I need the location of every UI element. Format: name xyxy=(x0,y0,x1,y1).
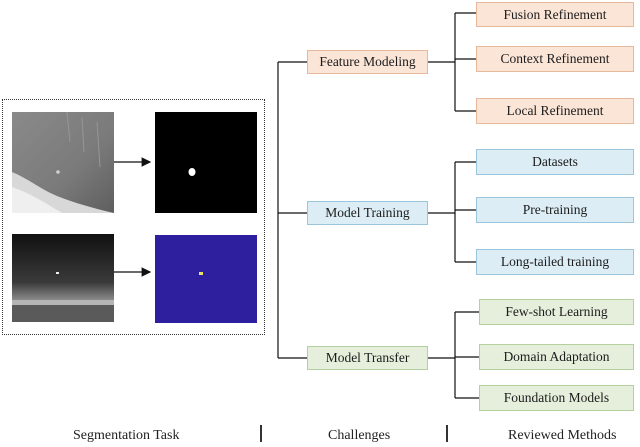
challenge-feature-modeling: Feature Modeling xyxy=(307,50,428,74)
method-long-tailed-training: Long-tailed training xyxy=(476,249,634,275)
footer-separator xyxy=(260,425,262,442)
footer-reviewed-methods: Reviewed Methods xyxy=(508,428,617,443)
method-pre-training: Pre-training xyxy=(476,197,634,223)
footer-challenges: Challenges xyxy=(328,428,391,443)
method-context-refinement: Context Refinement xyxy=(476,46,634,72)
infrared-image-bottom xyxy=(12,234,114,322)
mask-target xyxy=(188,168,196,176)
challenge-model-transfer: Model Transfer xyxy=(307,346,428,370)
infrared-image-top xyxy=(12,112,114,213)
footer-segmentation-task: Segmentation Task xyxy=(73,428,180,443)
method-domain-adaptation: Domain Adaptation xyxy=(479,344,634,370)
mask-image-top xyxy=(155,112,257,213)
footer-separator xyxy=(446,425,448,442)
label-target xyxy=(199,272,203,275)
method-local-refinement: Local Refinement xyxy=(476,98,634,124)
method-datasets: Datasets xyxy=(476,149,634,175)
segmentation-task-frame xyxy=(2,99,265,335)
method-few-shot-learning: Few-shot Learning xyxy=(479,299,634,325)
method-fusion-refinement: Fusion Refinement xyxy=(476,2,634,27)
challenge-model-training: Model Training xyxy=(307,201,428,225)
method-foundation-models: Foundation Models xyxy=(479,385,634,411)
label-image-bottom xyxy=(155,235,257,323)
